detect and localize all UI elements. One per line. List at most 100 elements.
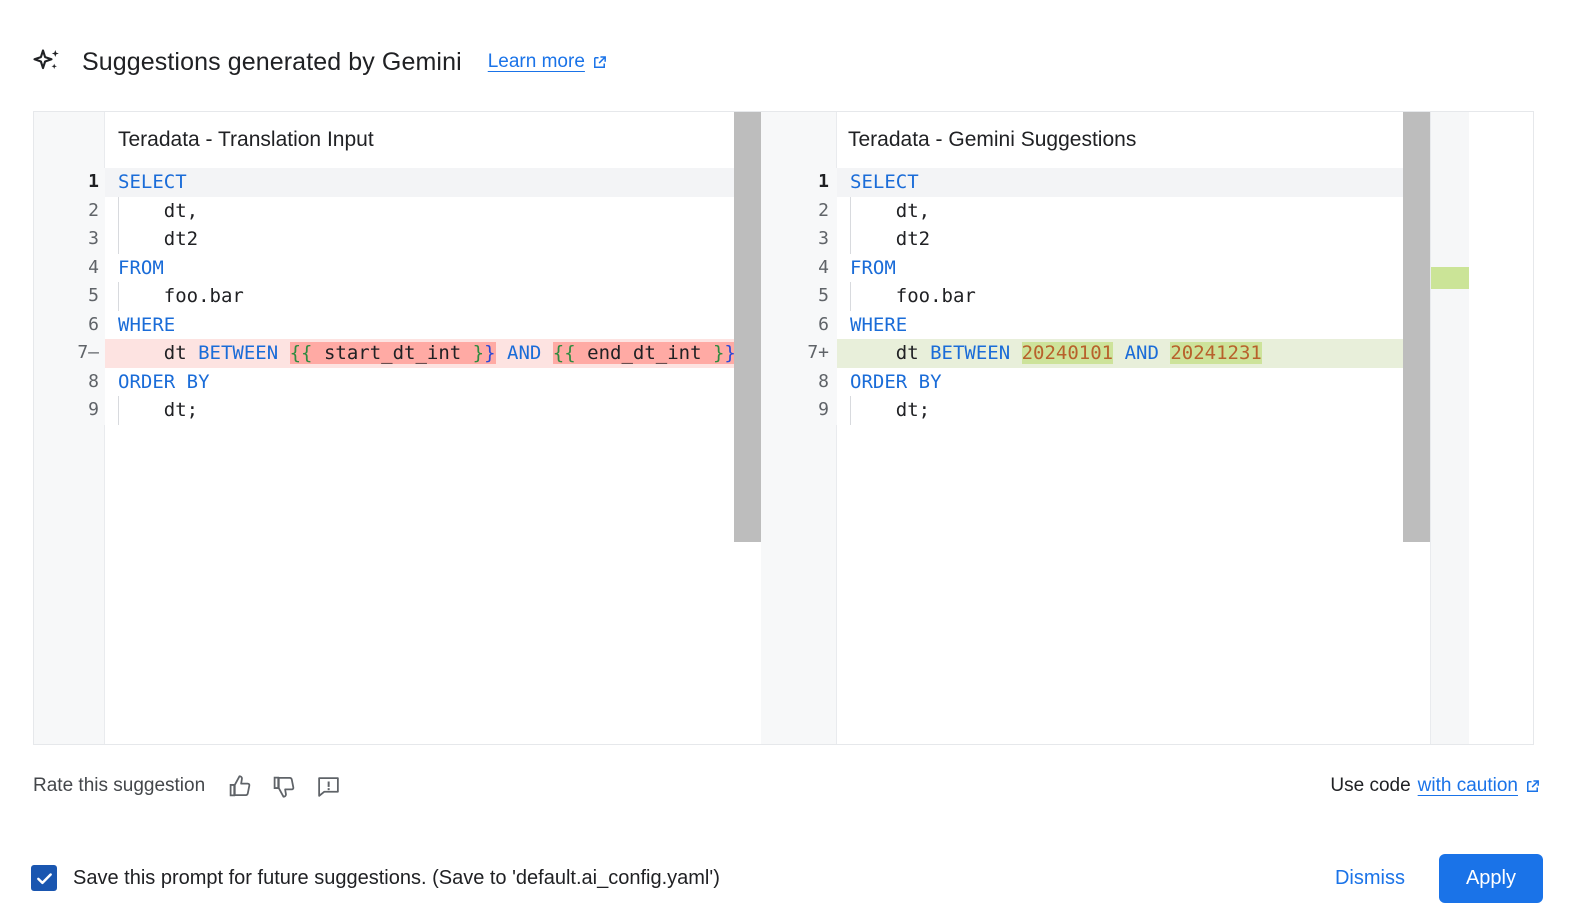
line-number: 2 — [34, 196, 105, 225]
code-line-text: WHERE — [837, 311, 1469, 340]
dismiss-button[interactable]: Dismiss — [1317, 856, 1423, 901]
save-prompt-label: Save this prompt for future suggestions.… — [73, 866, 720, 889]
code-line[interactable]: 8 ORDER BY — [34, 367, 761, 397]
code-line-text: dt BETWEEN {{ start_dt_int }} AND {{ end… — [105, 339, 761, 368]
line-number: 5 — [761, 282, 837, 311]
code-line-text: ORDER BY — [105, 368, 761, 397]
code-token: foo.bar — [850, 285, 976, 307]
page-title: Suggestions generated by Gemini — [82, 47, 462, 76]
learn-more-label: Learn more — [487, 51, 585, 72]
use-code-prefix: Use code — [1330, 775, 1411, 796]
code-line-text: dt, — [837, 196, 1469, 226]
code-token: FROM — [850, 256, 896, 279]
code-token: SELECT — [850, 171, 919, 193]
code-line[interactable]: 6 WHERE — [34, 310, 761, 339]
line-number: 1 — [34, 168, 105, 197]
line-number: 5 — [34, 282, 105, 311]
pane-title-input: Teradata - Translation Input — [118, 128, 374, 151]
code-token: ORDER BY — [850, 370, 942, 393]
code-line[interactable]: 2 dt, — [761, 196, 1469, 226]
code-token: AND — [507, 342, 542, 364]
code-token: ORDER BY — [118, 370, 210, 393]
code-line[interactable]: 9 dt; — [34, 396, 761, 425]
line-number: 3 — [34, 225, 105, 254]
thumb-up-icon[interactable] — [227, 773, 253, 799]
code-token: dt, — [118, 199, 199, 222]
code-line-text: ORDER BY — [837, 368, 1469, 397]
scrollbar-thumb[interactable] — [1403, 112, 1430, 542]
code-line[interactable]: 2 dt, — [34, 196, 761, 226]
code-token: WHERE — [118, 313, 176, 336]
code-line[interactable]: 4 FROM — [761, 253, 1469, 282]
with-caution-link[interactable]: with caution — [1418, 775, 1541, 797]
line-number: 3 — [761, 225, 837, 254]
code-line-text: dt2 — [837, 225, 1469, 254]
code-line[interactable]: 8 ORDER BY — [761, 367, 1469, 397]
code-line-text: SELECT — [837, 168, 1469, 197]
vertical-scrollbar-suggestion[interactable] — [1403, 112, 1430, 744]
code-token: dt; — [850, 399, 931, 421]
scrollbar-thumb[interactable] — [734, 112, 761, 542]
line-number: 6 — [761, 310, 837, 339]
code-token: 20241231 — [1170, 342, 1262, 364]
code-token: AND — [1124, 342, 1159, 364]
code-token: 20240101 — [1021, 342, 1114, 364]
line-number: 9 — [34, 396, 105, 425]
code-line[interactable]: 5 foo.bar — [34, 282, 761, 311]
code-line[interactable]: 7– dt BETWEEN {{ start_dt_int }} AND {{ … — [34, 339, 761, 368]
line-number: 8 — [34, 367, 105, 396]
with-caution-label: with caution — [1417, 775, 1518, 796]
code-line-text: dt; — [837, 396, 1469, 425]
code-token: } — [712, 342, 725, 364]
line-number: 7– — [34, 339, 105, 368]
code-token: } — [484, 342, 496, 364]
line-number: 8 — [761, 367, 837, 396]
rate-label: Rate this suggestion — [33, 775, 206, 796]
code-token: } — [472, 342, 485, 364]
code-line-text: foo.bar — [837, 282, 1469, 311]
code-line[interactable]: 7+ dt BETWEEN 20240101 AND 20241231 — [761, 339, 1469, 368]
code-line-text: dt BETWEEN 20240101 AND 20241231 — [837, 339, 1469, 368]
code-line[interactable]: 9 dt; — [761, 396, 1469, 425]
external-link-icon — [591, 54, 608, 71]
code-token: dt, — [850, 199, 931, 222]
checkbox-checked-icon[interactable] — [31, 865, 57, 891]
code-line-text: SELECT — [105, 168, 761, 197]
code-token: FROM — [118, 256, 164, 279]
code-line-text: FROM — [105, 254, 761, 283]
vertical-scrollbar-input[interactable] — [734, 112, 761, 744]
rating-row: Rate this suggestion Use code with cauti… — [0, 762, 1574, 810]
diff-overview-ruler[interactable] — [1430, 112, 1469, 744]
code-line-text: dt, — [105, 196, 761, 226]
added-marker[interactable] — [1431, 267, 1469, 289]
code-line[interactable]: 3 dt2 — [34, 225, 761, 254]
code-line[interactable]: 6 WHERE — [761, 310, 1469, 340]
learn-more-link[interactable]: Learn more — [488, 51, 608, 73]
line-number: 4 — [761, 253, 837, 282]
apply-button[interactable]: Apply — [1438, 853, 1543, 903]
code-line-text: foo.bar — [105, 282, 761, 311]
line-number: 6 — [34, 310, 105, 339]
code-line[interactable]: 1 SELECT — [761, 168, 1469, 197]
code-line[interactable]: 3 dt2 — [761, 225, 1469, 254]
line-number: 1 — [761, 168, 837, 197]
save-prompt-checkbox[interactable]: Save this prompt for future suggestions.… — [31, 865, 720, 891]
code-line[interactable]: 5 foo.bar — [761, 282, 1469, 311]
thumb-down-icon[interactable] — [271, 773, 297, 799]
suggestion-header: Suggestions generated by Gemini Learn mo… — [0, 0, 1574, 96]
code-token — [541, 342, 552, 364]
rate-icon-group — [227, 773, 341, 799]
report-feedback-icon[interactable] — [315, 773, 341, 799]
code-token: dt; — [118, 399, 199, 421]
code-token: WHERE — [850, 313, 908, 336]
code-token: BETWEEN — [198, 342, 279, 364]
code-token: dt2 — [118, 228, 199, 250]
code-token: BETWEEN — [930, 342, 1011, 364]
